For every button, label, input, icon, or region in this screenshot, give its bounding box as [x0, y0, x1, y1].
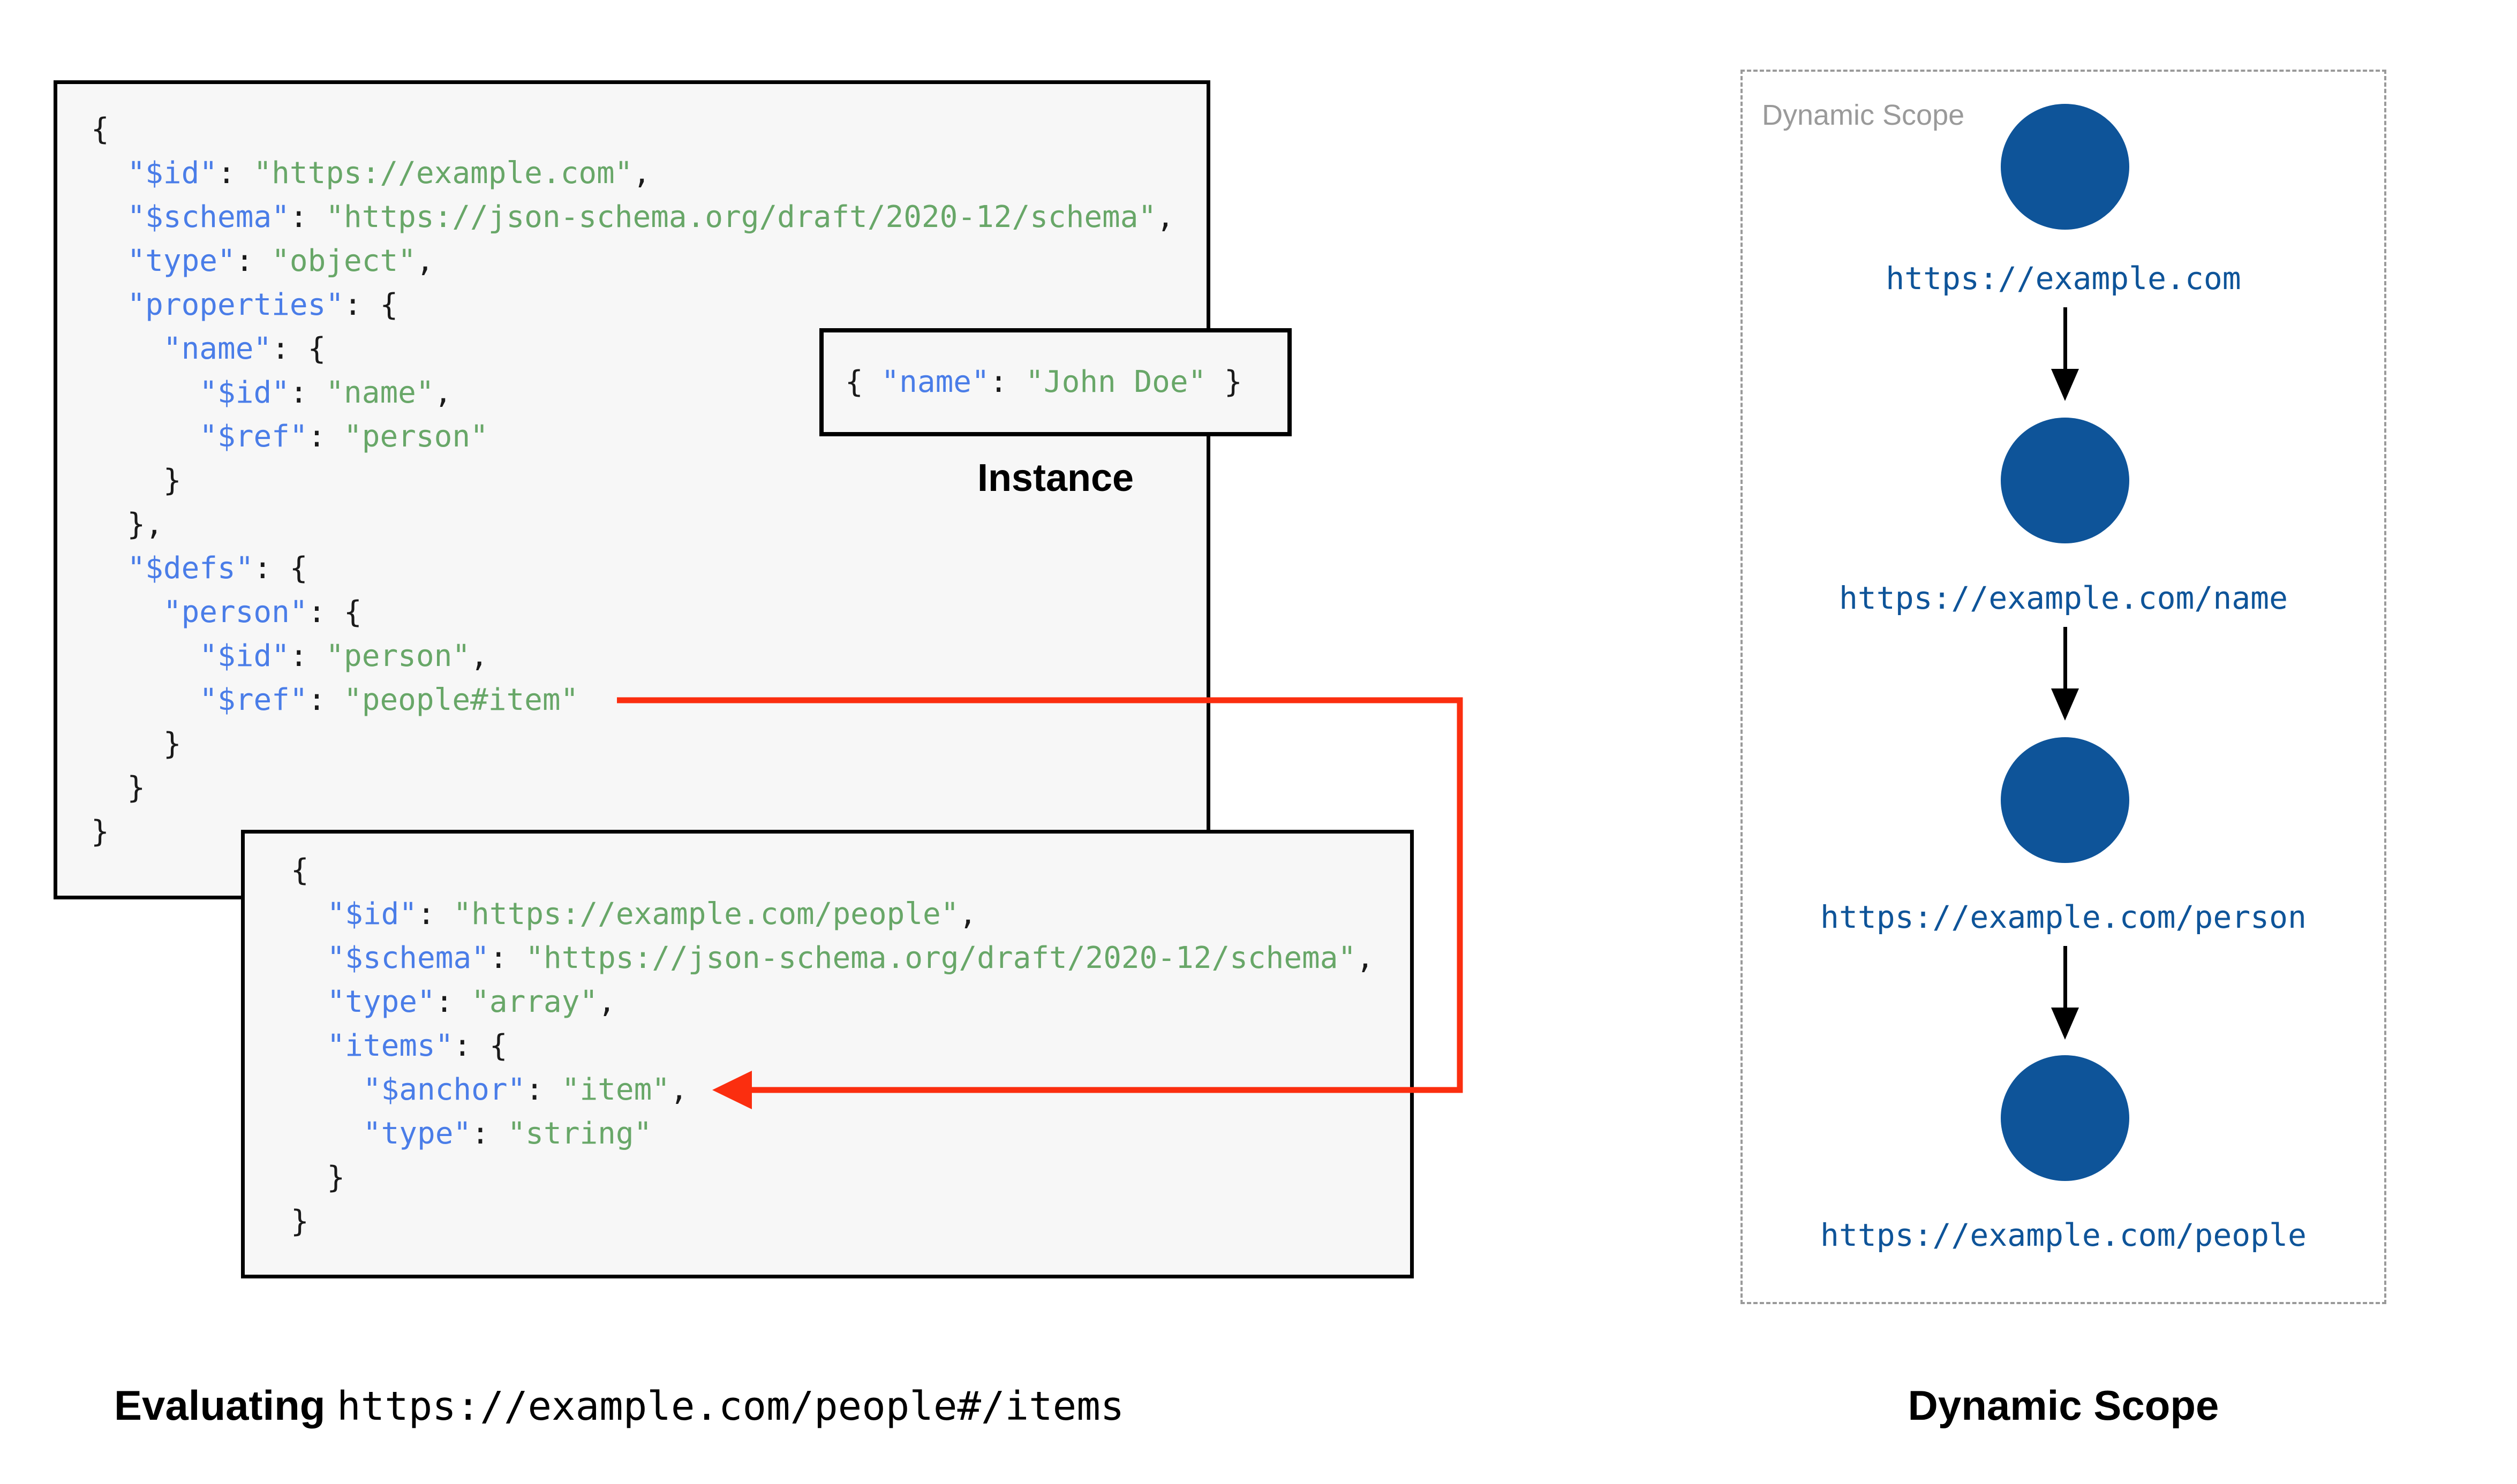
scope-node-circle [2001, 1055, 2129, 1181]
code-line: "$id": "name", [199, 375, 453, 410]
code-line: "type": "array", [327, 985, 616, 1019]
down-arrow-icon [2051, 307, 2079, 401]
code-line: "$ref": "people#item" [199, 683, 579, 717]
evaluating-uri: https://example.com/people#/items [337, 1383, 1125, 1429]
code-line: "$id": "https://example.com", [127, 156, 651, 191]
instance-box: { "name": "John Doe" } [819, 328, 1292, 436]
code-line: "$defs": { [127, 551, 308, 586]
scope-node-circle [2001, 737, 2129, 863]
evaluating-caption: Evaluating https://example.com/people#/i… [114, 1381, 1124, 1430]
dynamic-scope-panel: Dynamic Scope https://example.com https:… [1740, 70, 2386, 1304]
code-line: "$id": "person", [199, 639, 488, 673]
instance-code: { "name": "John Doe" } [845, 360, 1242, 404]
down-arrow-icon [2051, 946, 2079, 1040]
scope-node-url: https://example.com/person [1820, 899, 2307, 935]
dynamic-scope-panel-label: Dynamic Scope [1762, 99, 1965, 131]
code-line: "items": { [327, 1028, 508, 1063]
scope-node-circle [2001, 104, 2129, 230]
code-line: "$schema": "https://json-schema.org/draf… [127, 200, 1174, 234]
down-arrow-icon [2051, 627, 2079, 721]
code-line: { "name": "John Doe" } [845, 365, 1242, 399]
instance-label: Instance [977, 457, 1134, 499]
code-line: { [91, 112, 109, 147]
code-line: "$id": "https://example.com/people", [327, 897, 977, 932]
code-line: } [291, 1204, 309, 1239]
code-line: "name": { [163, 331, 326, 366]
dynamic-scope-title: Dynamic Scope [1908, 1382, 2219, 1429]
code-line: "properties": { [127, 287, 398, 322]
code-line: }, [91, 507, 163, 542]
code-line: "type": "object", [127, 244, 434, 278]
code-line: "$schema": "https://json-schema.org/draf… [327, 941, 1374, 975]
code-line: "type": "string" [363, 1116, 652, 1151]
code-line: "$anchor": "item", [363, 1072, 688, 1107]
evaluating-label: Evaluating [114, 1382, 326, 1429]
scope-node-url: https://example.com/people [1820, 1217, 2307, 1253]
code-line: } [91, 726, 182, 761]
code-line: } [91, 814, 109, 849]
scope-node-url: https://example.com [1886, 260, 2241, 297]
code-line: "$ref": "person" [199, 419, 488, 454]
code-line: { [291, 853, 309, 888]
schema-root-code: { "$id": "https://example.com", "$schema… [91, 108, 1174, 854]
code-line: "person": { [163, 595, 362, 630]
scope-node-circle [2001, 418, 2129, 543]
schema-people-code: { "$id": "https://example.com/people", "… [291, 849, 1374, 1244]
schema-people-code-box: { "$id": "https://example.com/people", "… [241, 830, 1414, 1278]
code-line: } [91, 770, 146, 805]
code-line: } [291, 1160, 345, 1195]
code-line: } [91, 463, 182, 498]
scope-node-url: https://example.com/name [1838, 580, 2288, 616]
